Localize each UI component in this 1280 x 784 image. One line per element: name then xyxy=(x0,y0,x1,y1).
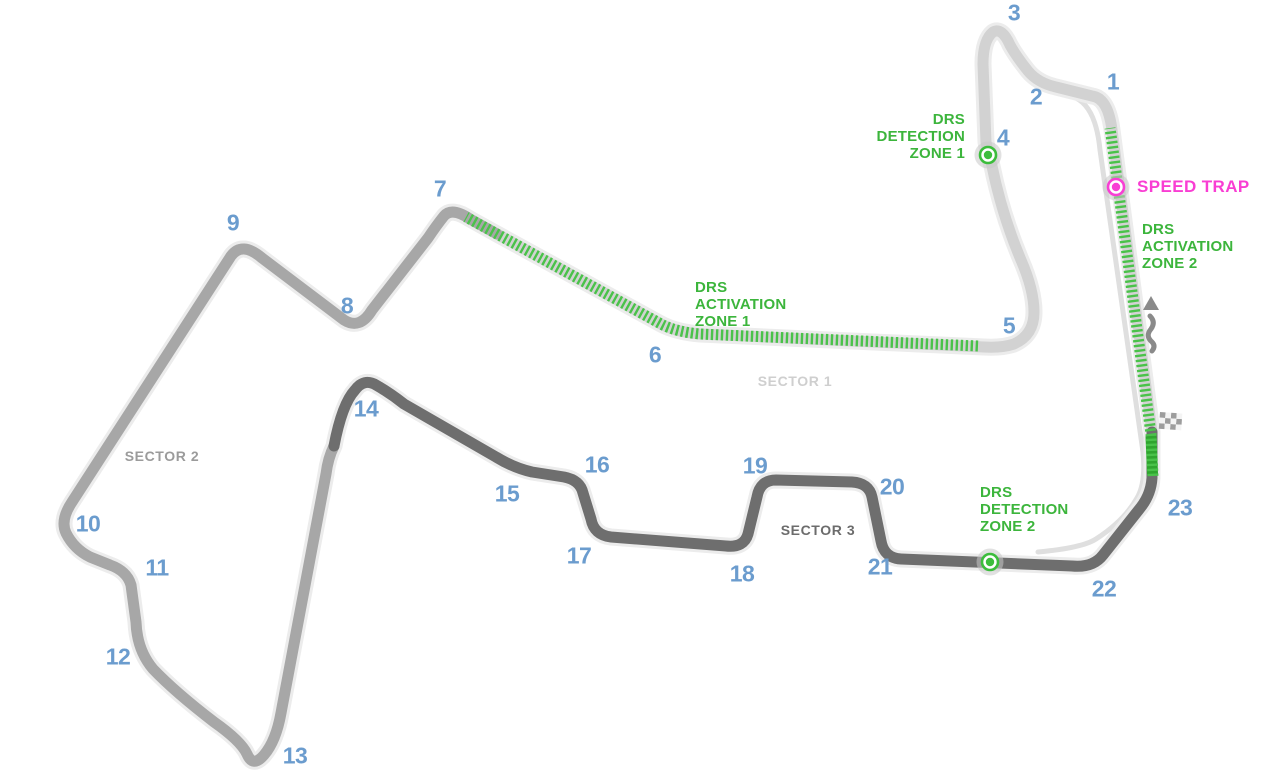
drs-zone-1-hatch xyxy=(463,212,979,352)
speed-trap-marker xyxy=(1102,173,1130,201)
drs-detection-zone-2-marker xyxy=(976,548,1004,576)
sector-2-path xyxy=(58,206,503,767)
markers-layer xyxy=(974,141,1130,576)
sector-1-path xyxy=(491,25,1158,438)
sector-3-path xyxy=(328,376,1158,572)
checkered-flag-icon xyxy=(1158,412,1183,431)
pit-lane-path xyxy=(1035,95,1147,555)
drs-detection-zone-1-marker xyxy=(974,141,1002,169)
race-direction-arrow-icon xyxy=(1143,296,1159,354)
drs-zone-2-hatch xyxy=(1104,127,1159,477)
